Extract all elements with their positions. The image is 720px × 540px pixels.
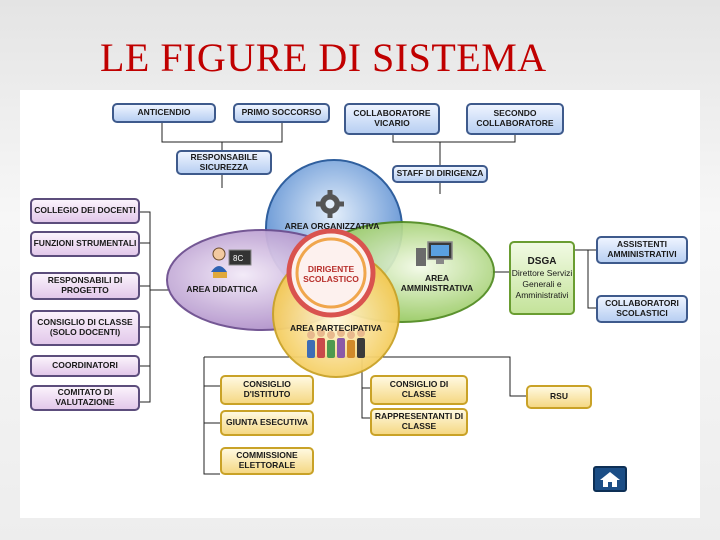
consiglio-classe-box: CONSIGLIO DI CLASSE xyxy=(370,375,468,405)
assistenti-amministrativi-box: ASSISTENTI AMMINISTRATIVI xyxy=(596,236,688,264)
staff-dirigenza-box: STAFF DI DIRIGENZA xyxy=(392,165,488,183)
gear-icon xyxy=(316,190,344,218)
svg-text:8C: 8C xyxy=(233,254,243,263)
anticendio-box: ANTICENDIO xyxy=(112,103,216,123)
teacher-icon: 8C xyxy=(211,247,252,278)
collaboratore-vicario-box: COLLABORATORE VICARIO xyxy=(344,103,440,135)
rappresentanti-classe-box: RAPPRESENTANTI DI CLASSE xyxy=(370,408,468,436)
responsabile-sicurezza-box: RESPONSABILE SICUREZZA xyxy=(176,150,272,175)
area-organizzativa-label: AREA ORGANIZZATIVA xyxy=(284,221,380,231)
funzioni-strumentali-box: FUNZIONI STRUMENTALI xyxy=(30,231,140,257)
rsu-box: RSU xyxy=(526,385,592,409)
consiglio-istituto-box: CONSIGLIO D'ISTITUTO xyxy=(220,375,314,405)
commissione-elettorale-box: COMMISSIONE ELETTORALE xyxy=(220,447,314,475)
dsga-box: DSGA Direttore Servizi Generali e Ammini… xyxy=(509,241,575,315)
secondo-collaboratore-box: SECONDO COLLABORATORE xyxy=(466,103,564,135)
comitato-valutazione-box: COMITATO DI VALUTAZIONE xyxy=(30,385,140,411)
dsga-title: DSGA xyxy=(527,255,557,267)
dsga-subtitle: Direttore Servizi Generali e Amministrat… xyxy=(511,268,573,300)
consiglio-classe-docenti-box: CONSIGLIO DI CLASSE (SOLO DOCENTI) xyxy=(30,310,140,346)
people-icon xyxy=(307,329,365,358)
area-didattica-label: AREA DIDATTICA xyxy=(186,284,258,294)
slide-title: LE FIGURE DI SISTEMA xyxy=(100,35,547,80)
area-amministrativa-label: AREA AMMINISTRATIVA xyxy=(400,273,474,294)
coordinatori-box: COORDINATORI xyxy=(30,355,140,377)
collegio-docenti-box: COLLEGIO DEI DOCENTI xyxy=(30,198,140,224)
primo-soccorso-box: PRIMO SOCCORSO xyxy=(233,103,330,123)
dirigente-scolastico-label: DIRIGENTE SCOLASTICO xyxy=(303,264,359,285)
home-button[interactable] xyxy=(593,466,627,492)
collaboratori-scolastici-box: COLLABORATORI SCOLASTICI xyxy=(596,295,688,323)
computer-icon xyxy=(416,241,453,266)
responsabili-progetto-box: RESPONSABILI DI PROGETTO xyxy=(30,272,140,300)
dirigente-ring xyxy=(286,228,376,318)
giunta-esecutiva-box: GIUNTA ESECUTIVA xyxy=(220,410,314,436)
area-partecipativa-label: AREA PARTECIPATIVA xyxy=(289,323,383,333)
home-icon xyxy=(600,472,620,487)
